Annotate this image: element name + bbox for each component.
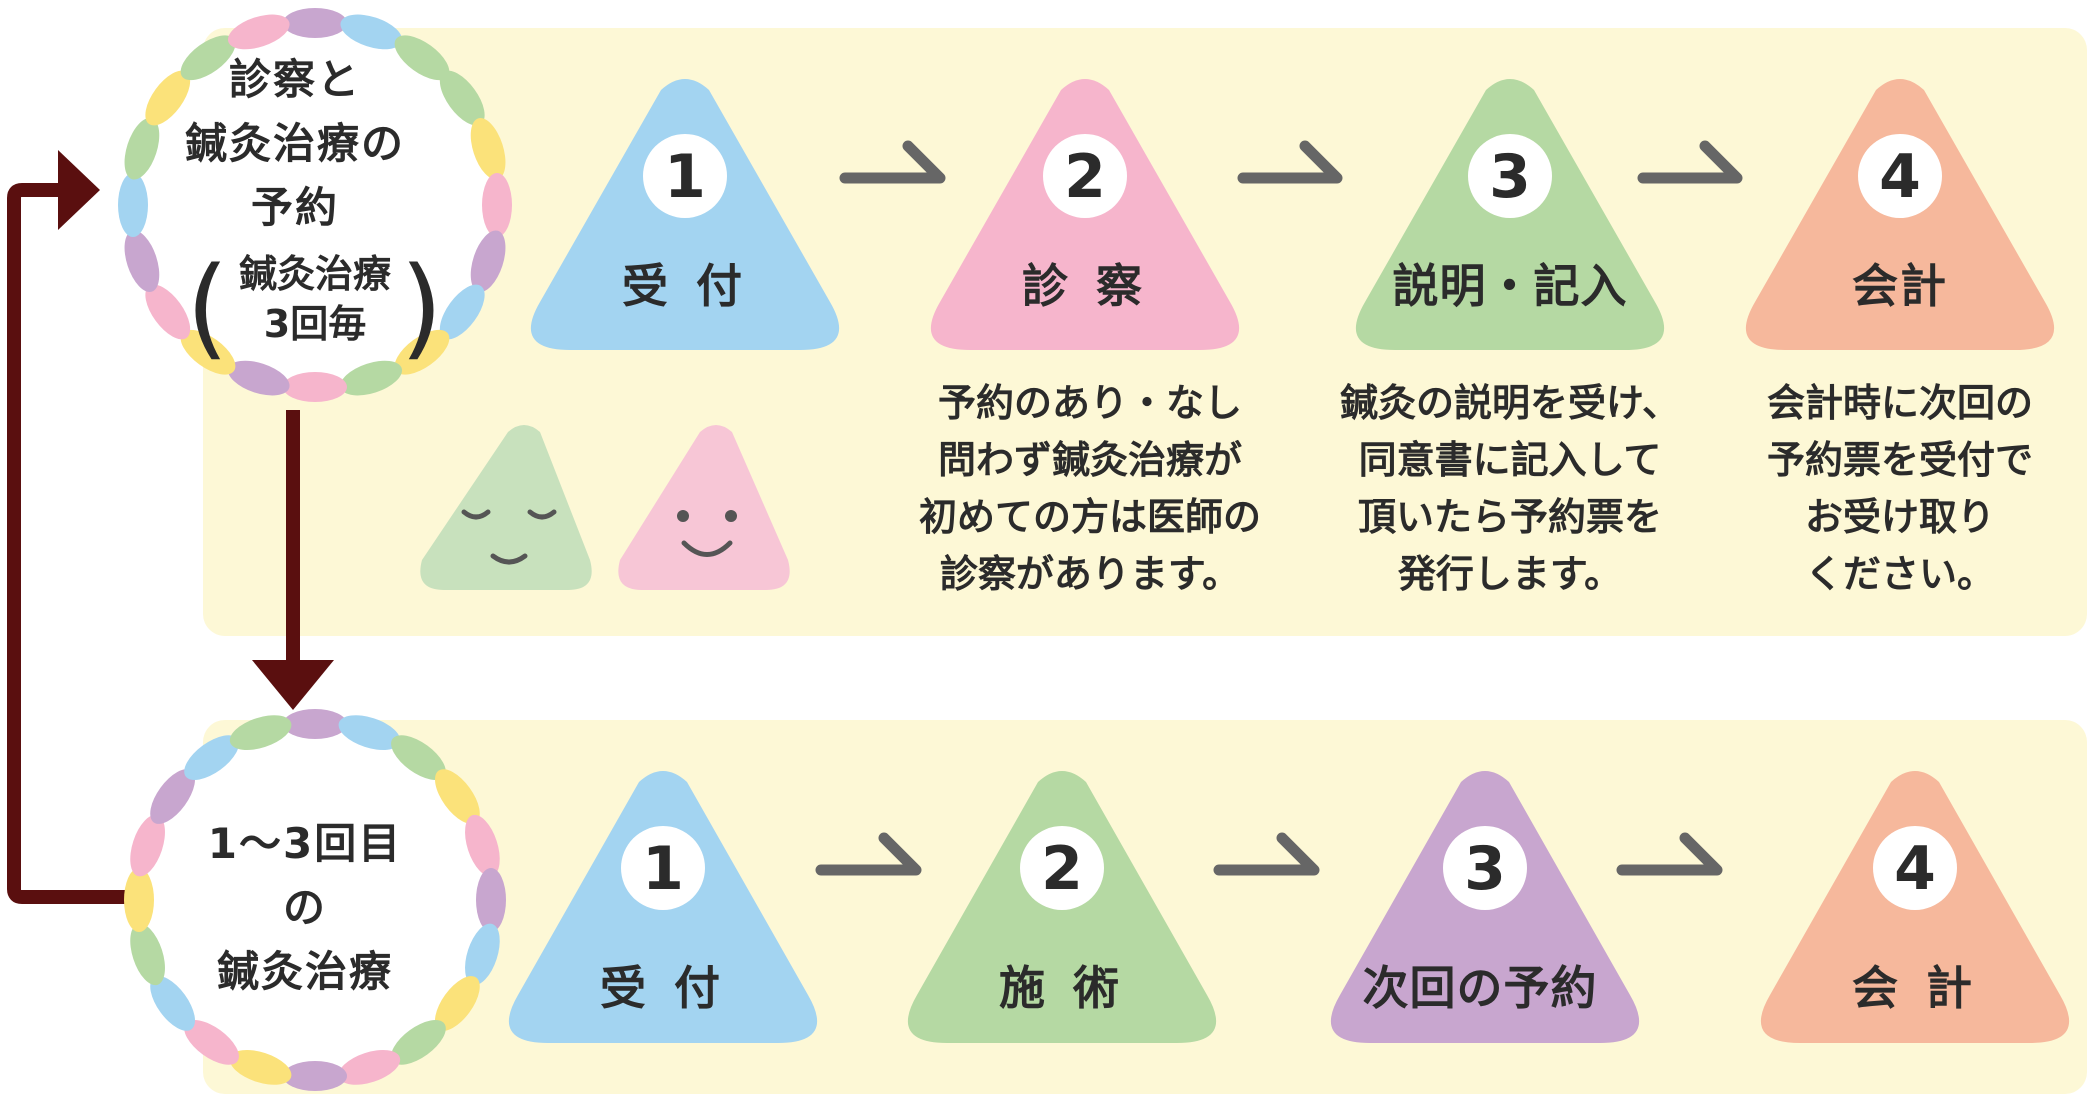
petal-shape <box>439 284 485 340</box>
treatment-title-line1: 1〜3回目 <box>207 819 403 868</box>
petal-shape <box>465 923 500 986</box>
first-visit-step-2-triangle: 2 <box>930 79 1240 350</box>
first-visit-step-1-triangle: 1 <box>530 79 840 350</box>
sleepy-face-mascot <box>420 425 592 590</box>
petal-shape <box>394 35 450 81</box>
treatment-step-3-triangle: 3 <box>1330 771 1640 1043</box>
first-visit-step-2-description: 予約のあり・なし 問わず鍼灸治療が 初めての方は医師の 診察があります。 <box>918 381 1261 596</box>
petal-shape <box>150 769 195 824</box>
step-number-badge <box>621 826 705 910</box>
petal-shape <box>340 360 403 396</box>
petal-shape <box>184 1020 239 1065</box>
first-visit-step-3-triangle: 3 <box>1355 79 1665 350</box>
petal-shape <box>338 715 401 750</box>
step-arrow-icon <box>815 832 922 876</box>
step-number-badge <box>1020 826 1104 910</box>
petal-shape <box>184 735 239 780</box>
petal-shape <box>180 329 236 375</box>
treatment-step-1-triangle: 1 <box>508 771 818 1043</box>
petal-shape <box>145 70 191 126</box>
petal-shape <box>283 709 347 739</box>
first-visit-step-2-title: 診 察 <box>1021 259 1148 313</box>
petal-shape <box>227 14 290 50</box>
treatment-step-3-title: 次回の予約 <box>1362 961 1598 1015</box>
step-arrow-icon <box>1237 140 1343 184</box>
treatment-step-1-title: 受 付 <box>599 961 726 1015</box>
step-number: 3 <box>1464 834 1506 904</box>
step-arrow-icon <box>1213 832 1320 876</box>
step-number: 1 <box>664 142 706 212</box>
petal-shape <box>340 14 403 50</box>
step-number-badge <box>643 134 727 218</box>
first-visit-step-4-description: 会計時に次回の 予約票を受付で お受け取り ください。 <box>1766 381 2033 596</box>
petal-shape <box>124 117 160 180</box>
first-visit-step-4-title: 会計 <box>1852 259 1948 313</box>
reservation-petal-ring <box>118 8 512 402</box>
treatment-title-line2: の <box>282 883 327 932</box>
step-arrow-icon <box>1637 140 1743 184</box>
petal-shape <box>180 35 236 81</box>
petal-shape <box>465 814 500 877</box>
step-number-badge <box>1858 134 1942 218</box>
petal-shape <box>283 372 347 402</box>
petal-shape <box>482 173 512 237</box>
note-close-paren: ) <box>400 243 443 371</box>
step-number: 1 <box>642 834 684 904</box>
step-arrow-icon <box>1616 832 1723 876</box>
reservation-title-line1: 診察と <box>228 55 361 104</box>
petal-shape <box>130 923 165 986</box>
petal-shape <box>470 117 506 180</box>
treatment-step-2-title: 施 術 <box>998 961 1125 1015</box>
reservation-note-line1: 鍼灸治療 <box>238 252 391 296</box>
petal-shape <box>439 70 485 126</box>
petal-shape <box>229 1050 292 1085</box>
petal-shape <box>124 230 160 293</box>
petal-shape <box>227 360 290 396</box>
treatment-step-4-triangle: 4 <box>1760 771 2070 1043</box>
petal-shape <box>476 868 506 932</box>
petal-shape <box>124 868 154 932</box>
step-arrow-icon <box>839 140 946 184</box>
petal-shape <box>145 284 191 340</box>
down-flow-arrow <box>252 410 334 710</box>
petal-shape <box>283 1061 347 1091</box>
step-number: 4 <box>1894 834 1936 904</box>
return-flow-arrow <box>7 150 135 904</box>
treatment-step-4-title: 会 計 <box>1851 961 1978 1015</box>
smiling-face-mascot <box>618 425 790 590</box>
step-number: 2 <box>1064 142 1106 212</box>
step-number: 3 <box>1489 142 1531 212</box>
step-number-badge <box>1443 826 1527 910</box>
petal-shape <box>435 976 480 1031</box>
first-visit-step-3-description: 鍼灸の説明を受け、 同意書に記入して 頂いたら予約票を 発行します。 <box>1339 381 1681 596</box>
petal-shape <box>229 715 292 750</box>
petal-shape <box>435 769 480 824</box>
treatment-petal-ring <box>124 709 506 1091</box>
petal-shape <box>394 329 450 375</box>
step-number: 2 <box>1041 834 1083 904</box>
treatment-step-2-triangle: 2 <box>907 771 1217 1043</box>
reservation-title-line3: 予約 <box>250 183 339 232</box>
step-number-badge <box>1873 826 1957 910</box>
petal-shape <box>391 1020 446 1065</box>
first-visit-step-4-triangle: 4 <box>1745 79 2055 350</box>
step-number-badge <box>1468 134 1552 218</box>
step-number: 4 <box>1879 142 1921 212</box>
step-number-badge <box>1043 134 1127 218</box>
treatment-title-line3: 鍼灸治療 <box>216 947 393 996</box>
petal-shape <box>150 976 195 1031</box>
petal-shape <box>283 8 347 38</box>
first-visit-step-3-title: 説明・記入 <box>1392 259 1628 313</box>
petal-shape <box>338 1050 401 1085</box>
reservation-note-line2: 3回毎 <box>263 302 367 346</box>
reservation-title-line2: 鍼灸治療の <box>184 119 405 168</box>
first-visit-step-1-title: 受 付 <box>621 259 748 313</box>
petal-shape <box>118 173 148 237</box>
note-open-paren: ( <box>186 243 229 371</box>
petal-shape <box>391 735 446 780</box>
petal-shape <box>470 230 506 293</box>
petal-shape <box>130 814 165 877</box>
